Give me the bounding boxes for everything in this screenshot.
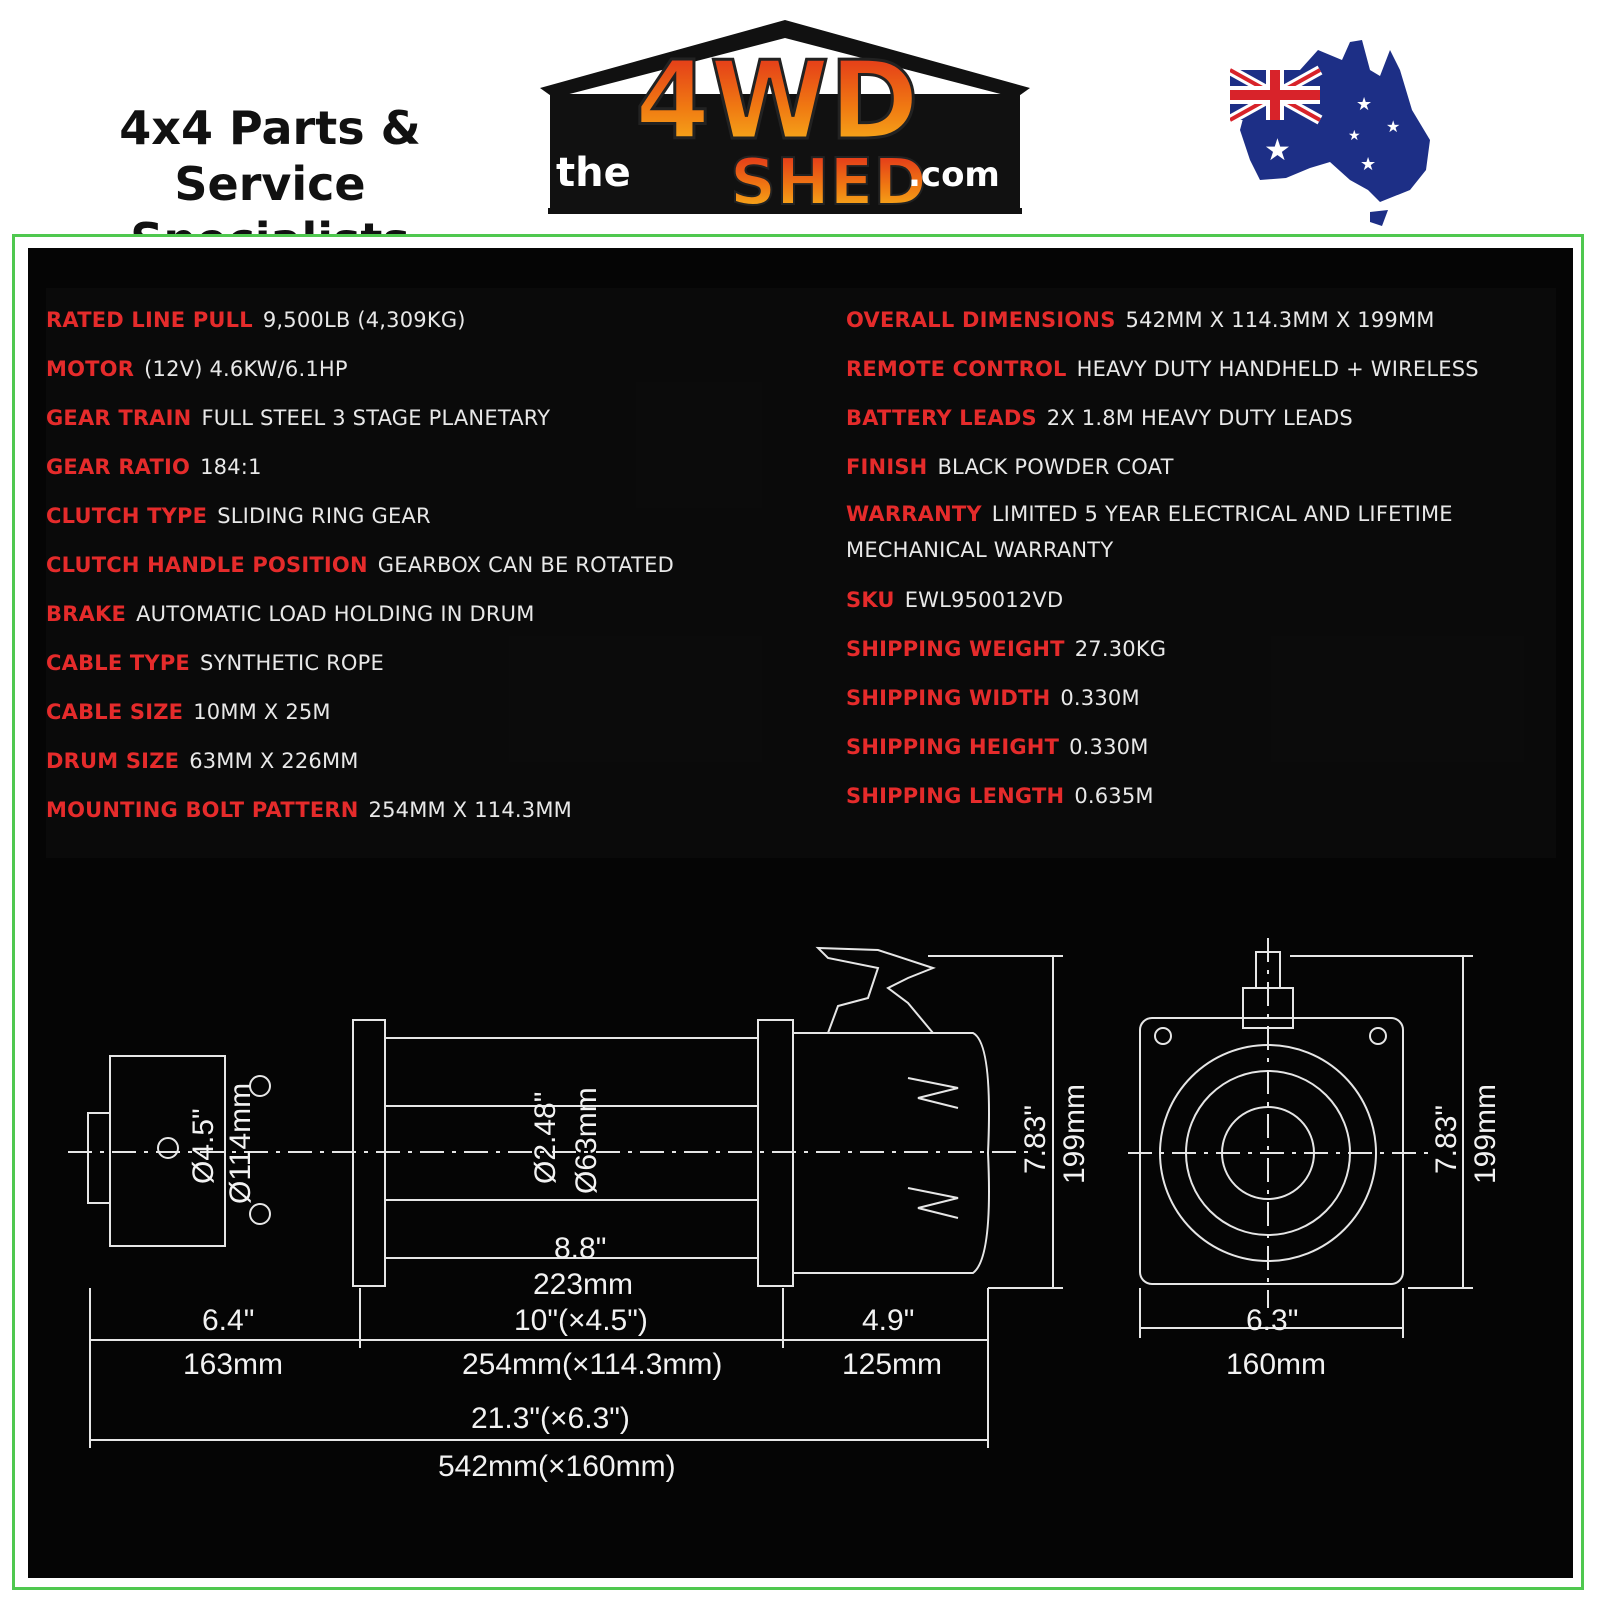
dim-motor-dia-mm: Ø114mm xyxy=(224,1083,257,1204)
site-logo[interactable]: the 4WD SHED .com xyxy=(540,18,1030,228)
dim-drum-dia-mm: Ø63mm xyxy=(570,1087,603,1194)
spec-motor: MOTOR(12V) 4.6KW/6.1HP xyxy=(46,357,348,381)
dim-bolt-mm: 254mm(×114.3mm) xyxy=(462,1348,722,1381)
dim-end-height-in: 7.83" xyxy=(1430,1105,1463,1174)
dim-bolt-in: 10"(×4.5") xyxy=(514,1304,648,1337)
dim-end-height-mm: 199mm xyxy=(1469,1084,1502,1184)
logo-the: the xyxy=(556,150,631,196)
dim-total-in: 21.3"(×6.3") xyxy=(471,1402,630,1435)
dim-height-in: 7.83" xyxy=(1019,1105,1052,1174)
dim-motor-len-in: 6.4" xyxy=(202,1304,254,1337)
dim-height-mm: 199mm xyxy=(1058,1084,1091,1184)
winch-dimension-drawing: Ø4.5" Ø114mm Ø2.48" Ø63mm 8.8" 223mm 6.4… xyxy=(28,928,1573,1578)
dim-gear-len-in: 4.9" xyxy=(862,1304,914,1337)
svg-text:★: ★ xyxy=(1386,117,1400,136)
dim-drum-dia-in: Ø2.48" xyxy=(529,1092,562,1184)
dim-motor-len-mm: 163mm xyxy=(183,1348,283,1381)
tagline-line1: 4x4 Parts & Service xyxy=(119,101,421,211)
dim-motor-dia-in: Ø4.5" xyxy=(187,1108,220,1184)
dim-gear-len-mm: 125mm xyxy=(842,1348,942,1381)
australia-flag-map-icon: ★ ★ ★ ★ ★ xyxy=(1227,30,1440,230)
svg-text:★: ★ xyxy=(1356,94,1372,115)
dim-drum-len-in: 8.8" xyxy=(554,1232,606,1265)
dim-drum-len-mm: 223mm xyxy=(533,1268,633,1301)
logo-com: .com xyxy=(908,155,1000,195)
dim-end-width-mm: 160mm xyxy=(1226,1348,1326,1381)
svg-text:★: ★ xyxy=(1264,133,1291,168)
svg-text:★: ★ xyxy=(1360,154,1376,175)
logo-4wd: 4WD xyxy=(635,39,919,164)
svg-text:★: ★ xyxy=(1348,128,1361,144)
dim-end-width-in: 6.3" xyxy=(1246,1304,1298,1337)
dim-total-mm: 542mm(×160mm) xyxy=(438,1450,676,1483)
winch-drawing-svg: Ø4.5" Ø114mm Ø2.48" Ø63mm 8.8" 223mm 6.4… xyxy=(68,938,1502,1483)
